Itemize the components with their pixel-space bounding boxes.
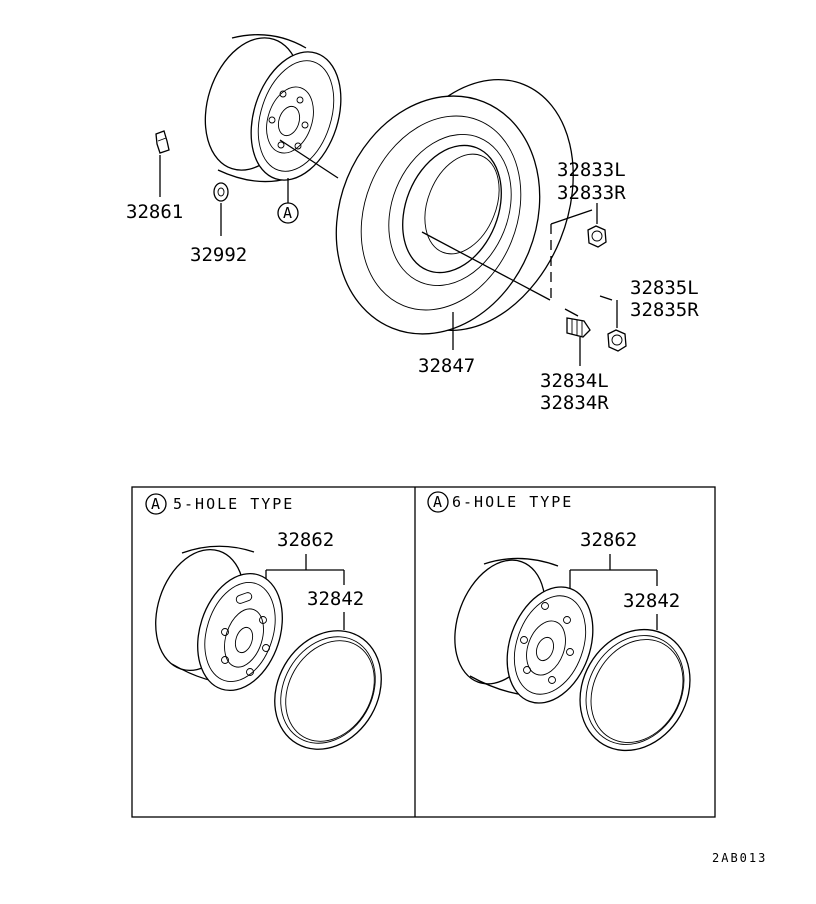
tire xyxy=(335,78,579,350)
label-32842-right: 32842 xyxy=(623,590,680,612)
valve-32861 xyxy=(155,130,170,197)
wheel-disc xyxy=(204,34,342,203)
label-32862-left: 32862 xyxy=(277,529,334,551)
label-32833r: 32833R xyxy=(557,182,626,204)
washer-32992 xyxy=(213,182,229,236)
label-32835r: 32835R xyxy=(630,299,699,321)
caption-5-hole: 5-HOLE TYPE xyxy=(173,495,294,513)
label-32992: 32992 xyxy=(190,244,247,266)
stud-bolt-32834 xyxy=(566,317,591,366)
label-32861: 32861 xyxy=(126,201,183,223)
label-32862-right: 32862 xyxy=(580,529,637,551)
label-32835l: 32835L xyxy=(630,277,699,299)
label-32834l: 32834L xyxy=(540,370,609,392)
callout-a-right-letter: A xyxy=(433,493,444,511)
label-32834r: 32834R xyxy=(540,392,609,414)
nut-32833 xyxy=(587,203,607,248)
callout-a-top: A xyxy=(277,202,299,224)
caption-6-hole: 6-HOLE TYPE xyxy=(452,493,573,511)
callout-a-left-letter: A xyxy=(151,495,162,513)
label-32833l: 32833L xyxy=(557,159,626,181)
inset-5-hole: A 5-HOLE TYPE 32862 32842 xyxy=(145,493,382,750)
nut-32835 xyxy=(607,300,627,352)
drawing-code: 2AB013 xyxy=(712,851,767,865)
inset-frame xyxy=(131,486,716,818)
hardware-guides xyxy=(550,209,613,301)
inset-6-hole: A 6-HOLE TYPE 32862 32842 xyxy=(427,491,691,752)
label-32842-left: 32842 xyxy=(307,588,364,610)
callout-a-letter: A xyxy=(283,204,294,222)
label-32847: 32847 xyxy=(418,355,475,377)
